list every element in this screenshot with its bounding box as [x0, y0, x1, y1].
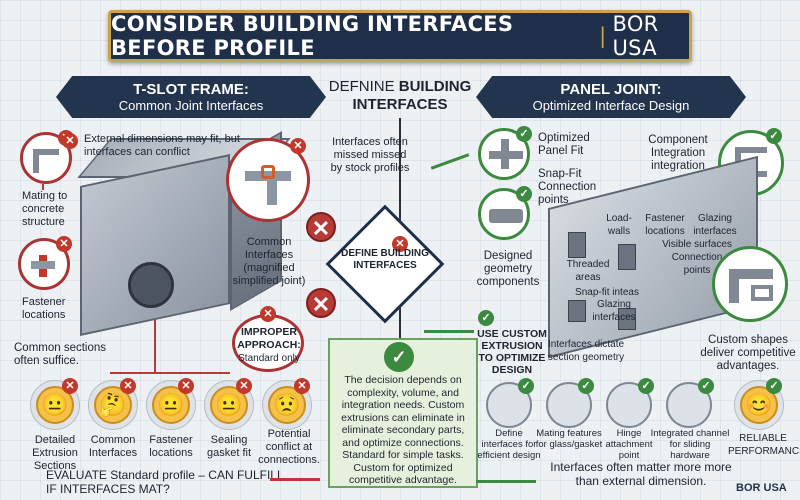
title-separator: |: [599, 24, 607, 48]
designed-geometry-label: Designed geometry components: [476, 250, 540, 288]
improper-heading: IMPROPER APPROACH:: [237, 326, 301, 351]
face-error-badge-1: ✕: [62, 378, 78, 394]
custom-check-badge: ✓: [478, 310, 494, 326]
mating-label: Mating to concrete structure: [22, 190, 68, 228]
tslot-profile-front: [80, 154, 230, 336]
rail-slot-4: [618, 308, 636, 330]
bottom-left-item-1: Detailed Extrusion Sections: [32, 434, 78, 472]
custom-shape-detail-circle: [712, 246, 788, 322]
diamond-error-badge: ✕: [392, 236, 408, 252]
smiling-face-icon: 😊: [740, 386, 778, 424]
error-x-icon-lower: ✕: [306, 288, 336, 318]
threaded-areas-label: Threaded areas: [566, 259, 610, 283]
magnifier-error-badge: ✕: [290, 138, 306, 154]
error-x-icon-upper: ✕: [306, 212, 336, 242]
fastener-error-badge: ✕: [56, 236, 72, 252]
title-banner: CONSIDER BUILDING INTERFACES BEFORE PROF…: [108, 10, 692, 62]
evaluate-footer-text: EVALUATE Standard profile – CAN FULFILL …: [46, 468, 284, 496]
bottom-left-item-5: Potential conflict at connections.: [258, 428, 320, 466]
neutral-face-icon-3: 😐: [210, 386, 248, 424]
face-error-badge-2: ✕: [120, 378, 136, 394]
decision-check-icon: ✓: [384, 342, 414, 372]
glazing-interfaces-top-label: Glazing interfaces: [693, 213, 737, 237]
hinge-check-badge: ✓: [638, 378, 654, 394]
mating-check-badge: ✓: [578, 378, 594, 394]
external-dims-error-badge: ✕: [62, 133, 78, 149]
load-walls-label: Load-walls: [606, 213, 632, 237]
define-interfaces-icon: [486, 382, 532, 428]
right-section-banner: PANEL JOINT: Optimized Interface Design: [476, 76, 746, 118]
title-brand: BOR USA: [612, 12, 659, 60]
diamond-label: DEFINE BUILDING INTERFACES: [341, 248, 429, 271]
bottom-left-item-3: Fastener locations: [149, 434, 193, 459]
fastener-locations-label: Fastener locations: [22, 296, 66, 321]
green-arrow-bottom: [476, 480, 536, 483]
improper-approach-callout: [232, 314, 304, 372]
face-error-badge-3: ✕: [178, 378, 194, 394]
neutral-face-icon-1: 😐: [36, 386, 74, 424]
right-banner-heading: PANEL JOINT:: [560, 81, 662, 98]
rail-slot-2: [618, 244, 636, 270]
center-title: DEFNINE BUILDING INTERFACES: [318, 78, 482, 114]
bottom-right-item-1: Define interfaces for efficient design: [477, 428, 541, 461]
decision-note-text: The decision depends on complexity, volu…: [341, 374, 465, 486]
interfaces-matter-footer: Interfaces often matter more more than e…: [550, 460, 732, 488]
define-check-badge: ✓: [518, 378, 534, 394]
footer-red-arrow: [270, 478, 320, 481]
component-check-badge: ✓: [766, 128, 782, 144]
use-custom-label: USE CUSTOM EXTRUSION TO OPTIMIZE DESIGN: [477, 328, 547, 376]
thinking-face-icon: 🤔: [94, 386, 132, 424]
snap-fit-check-badge: ✓: [516, 186, 532, 202]
optimized-panel-label: Optimized Panel Fit: [538, 132, 590, 157]
common-interface-magnifier: [226, 138, 310, 222]
rail-slot-3: [568, 300, 586, 322]
rail-slot-1: [568, 232, 586, 258]
fastener-locations-right-label: Fastener locations: [645, 213, 685, 237]
panel-fit-check-badge: ✓: [516, 126, 532, 142]
improper-sub: Standard only: [238, 353, 300, 364]
face-error-badge-5: ✕: [294, 378, 310, 394]
visible-surfaces-label: Visible surfaces Connection points: [662, 239, 732, 276]
improper-error-badge: ✕: [260, 306, 276, 322]
green-arrow-right: [424, 330, 474, 333]
bottom-left-item-2: Common Interfaces: [88, 434, 138, 459]
neutral-face-icon-2: 😐: [152, 386, 190, 424]
sliding-channel-icon: [666, 382, 712, 428]
left-section-banner: T-SLOT FRAME: Common Joint Interfaces: [56, 76, 326, 118]
right-banner-sub: Optimized Interface Design: [532, 98, 690, 113]
left-banner-heading: T-SLOT FRAME:: [133, 81, 249, 98]
snap-fit-label: Snap-Fit Connection points: [538, 168, 597, 206]
snap-fit-inteas-label: Snap-fit inteas: [575, 287, 639, 298]
center-title-bold: BUILDING: [398, 78, 472, 95]
title-main: CONSIDER BUILDING INTERFACES BEFORE PROF…: [111, 12, 514, 60]
center-title-line1: DEFNINE: [328, 78, 395, 95]
interfaces-missed-note: Interfaces often missed missed by stock …: [330, 136, 410, 174]
bottom-right-item-2: Mating features for glass/gasket: [535, 428, 603, 450]
left-banner-sub: Common Joint Interfaces: [118, 98, 264, 113]
interfaces-dictate-label: Interfaces dictate section geometry: [547, 339, 625, 363]
bottom-right-item-5: RELIABLE PERFORMANCE: [728, 433, 800, 457]
bottom-right-item-3: Hinge attachment point: [605, 428, 653, 461]
red-connector: [42, 184, 44, 190]
bottom-left-item-4: Sealing gasket fit: [206, 434, 252, 459]
footer-brand: BOR USA: [736, 482, 787, 494]
common-interfaces-label: Common Interfaces (magnified simplified …: [232, 236, 306, 287]
glazing-interfaces-label: Glazing interfaces: [592, 299, 636, 323]
bottom-right-item-4: Integrated channel for sliding hardware: [650, 428, 730, 461]
smile-check-badge: ✓: [766, 378, 782, 394]
external-dimensions-note: External dimensions may fit, but interfa…: [84, 133, 240, 158]
custom-shapes-label: Custom shapes deliver competitive advant…: [700, 334, 796, 372]
red-connector-h: [110, 372, 230, 374]
face-error-badge-4: ✕: [236, 378, 252, 394]
tslot-center-bore: [128, 262, 174, 308]
channel-check-badge: ✓: [698, 378, 714, 394]
panel-fit-detail-circle: [478, 128, 530, 180]
common-sections-note: Common sections often suffice.: [14, 342, 107, 367]
red-connector-down: [154, 320, 156, 372]
center-title-line2: INTERFACES: [352, 96, 448, 113]
component-integration-label: Component Integration integration: [648, 134, 708, 172]
